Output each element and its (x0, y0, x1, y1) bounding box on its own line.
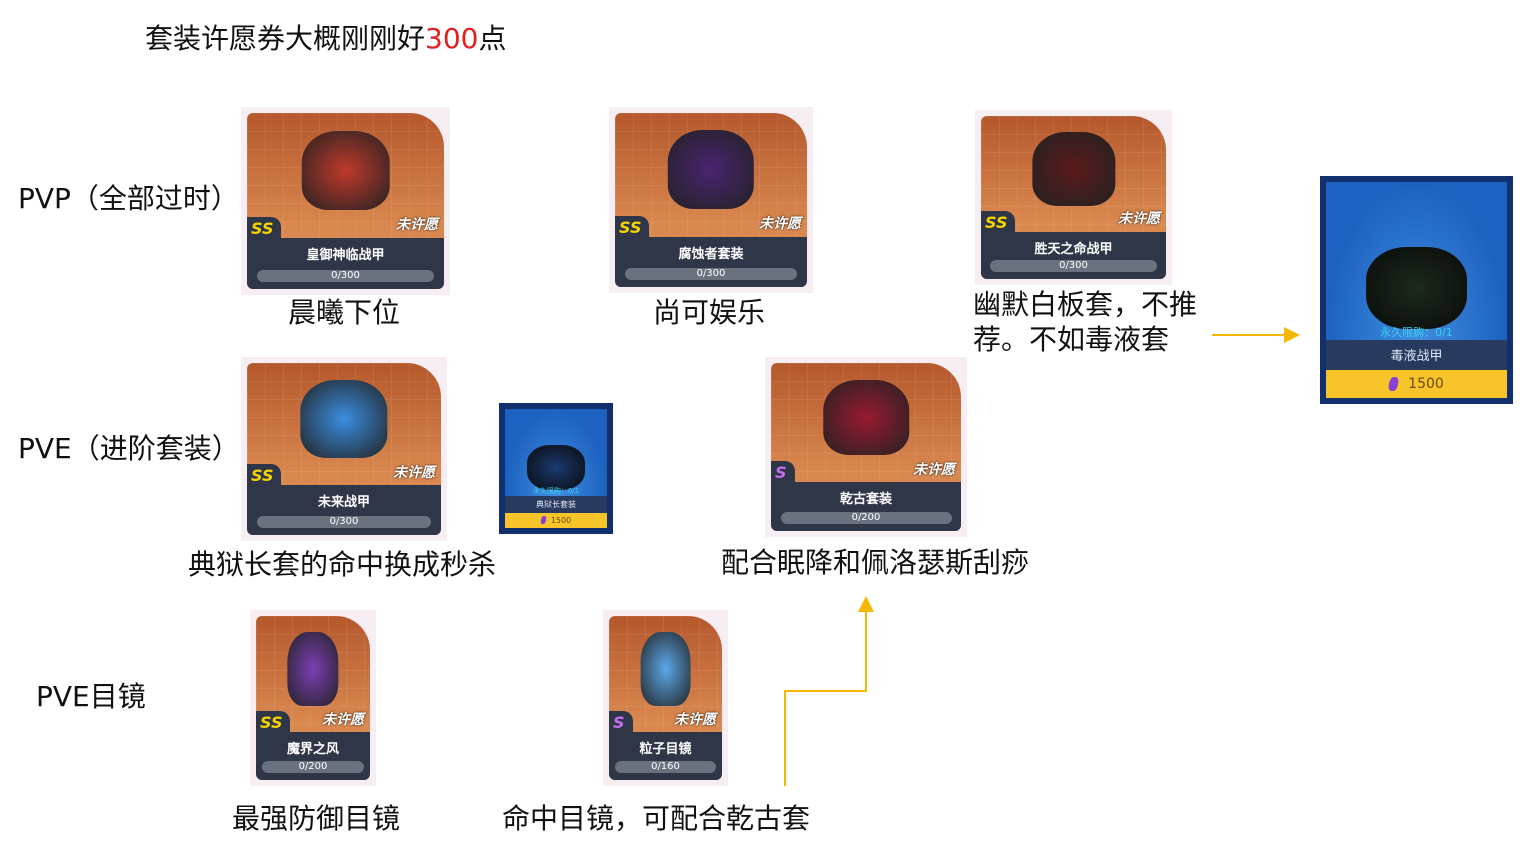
comment: 晨曦下位 (288, 296, 401, 329)
row-label-pvp: PVP（全部过时） (18, 182, 239, 215)
suit-card[interactable]: 粒子目镜 0/160 S 未许愿 (603, 610, 728, 786)
wish-status: 未许愿 (759, 216, 801, 233)
row-label-goggles: PVE目镜 (36, 680, 146, 713)
wish-status: 未许愿 (396, 217, 438, 234)
rank-badge: SS (615, 215, 650, 237)
wish-progress: 0/200 (780, 512, 952, 524)
wish-progress: 0/300 (256, 270, 435, 282)
wish-progress: 0/300 (990, 260, 1157, 272)
wish-status: 未许愿 (393, 464, 435, 481)
rank-badge: SS (247, 216, 282, 238)
suit-name: 典狱长套装 (505, 495, 607, 513)
shop-card[interactable]: 永久限购：0/1 毒液战甲 1500 (1320, 176, 1513, 404)
suit-name: 腐蚀者套装 (678, 246, 744, 262)
comment: 配合眠降和佩洛瑟斯刮痧 (721, 546, 1030, 579)
wish-status: 未许愿 (913, 461, 955, 478)
comment: 荐。不如毒液套 (973, 323, 1170, 356)
comment: 幽默白板套，不推 (973, 288, 1198, 321)
rank-badge: SS (256, 711, 291, 733)
rank-badge: S (771, 461, 795, 483)
wish-progress: 0/160 (614, 761, 717, 773)
suit-art (527, 444, 585, 490)
suit-name: 乾古套装 (839, 492, 892, 508)
suit-art (1031, 132, 1116, 206)
rank-badge: SS (981, 210, 1016, 232)
purchase-limit: 永久限购：0/1 (532, 486, 580, 495)
suit-card[interactable]: 未来战甲 0/300 SS 未许愿 (241, 357, 447, 541)
suit-name: 魔界之风 (286, 742, 339, 758)
wish-status: 未许愿 (322, 712, 364, 729)
comment: 尚可娱乐 (653, 296, 766, 329)
rank-badge: SS (247, 464, 282, 486)
rank-badge: S (609, 711, 633, 733)
suit-card[interactable]: 胜天之命战甲 0/300 SS 未许愿 (975, 110, 1172, 285)
wish-progress: 0/300 (624, 268, 798, 280)
suit-name: 毒液战甲 (1326, 339, 1507, 370)
suit-card[interactable]: 乾古套装 0/200 S 未许愿 (765, 357, 967, 537)
suit-art (287, 632, 339, 707)
suit-art (640, 632, 691, 707)
wish-status: 未许愿 (1118, 211, 1160, 228)
suit-name: 皇御神临战甲 (306, 247, 385, 263)
suit-art (300, 380, 388, 458)
comment: 命中目镜，可配合乾古套 (502, 802, 811, 835)
suit-name: 胜天之命战甲 (1034, 241, 1113, 257)
wish-progress: 0/200 (261, 761, 365, 773)
suit-card[interactable]: 皇御神临战甲 0/300 SS 未许愿 (241, 107, 450, 295)
shop-card[interactable]: 永久限购：0/1 典狱长套装 1500 (499, 403, 613, 534)
purchase-limit: 永久限购：0/1 (1380, 325, 1453, 339)
price: 1500 (1408, 375, 1444, 392)
suit-art (667, 130, 755, 209)
page-title: 套装许愿券大概刚刚好300点 (145, 22, 507, 55)
arrow-goggles-to-qiangu (784, 596, 874, 786)
wish-progress: 0/300 (256, 516, 432, 528)
comment: 最强防御目镜 (232, 802, 401, 835)
suit-name: 未来战甲 (317, 495, 370, 511)
comment: 典狱长套的命中换成秒杀 (188, 548, 497, 581)
suit-art (301, 130, 390, 210)
wish-status: 未许愿 (674, 712, 716, 729)
suit-art (823, 379, 909, 456)
suit-name: 粒子目镜 (639, 742, 692, 758)
suit-card[interactable]: 腐蚀者套装 0/300 SS 未许愿 (609, 107, 813, 293)
suit-art (1365, 246, 1468, 329)
suit-card[interactable]: 魔界之风 0/200 SS 未许愿 (250, 610, 376, 786)
row-label-pve: PVE（进阶套装） (18, 432, 240, 465)
price: 1500 (550, 515, 572, 525)
